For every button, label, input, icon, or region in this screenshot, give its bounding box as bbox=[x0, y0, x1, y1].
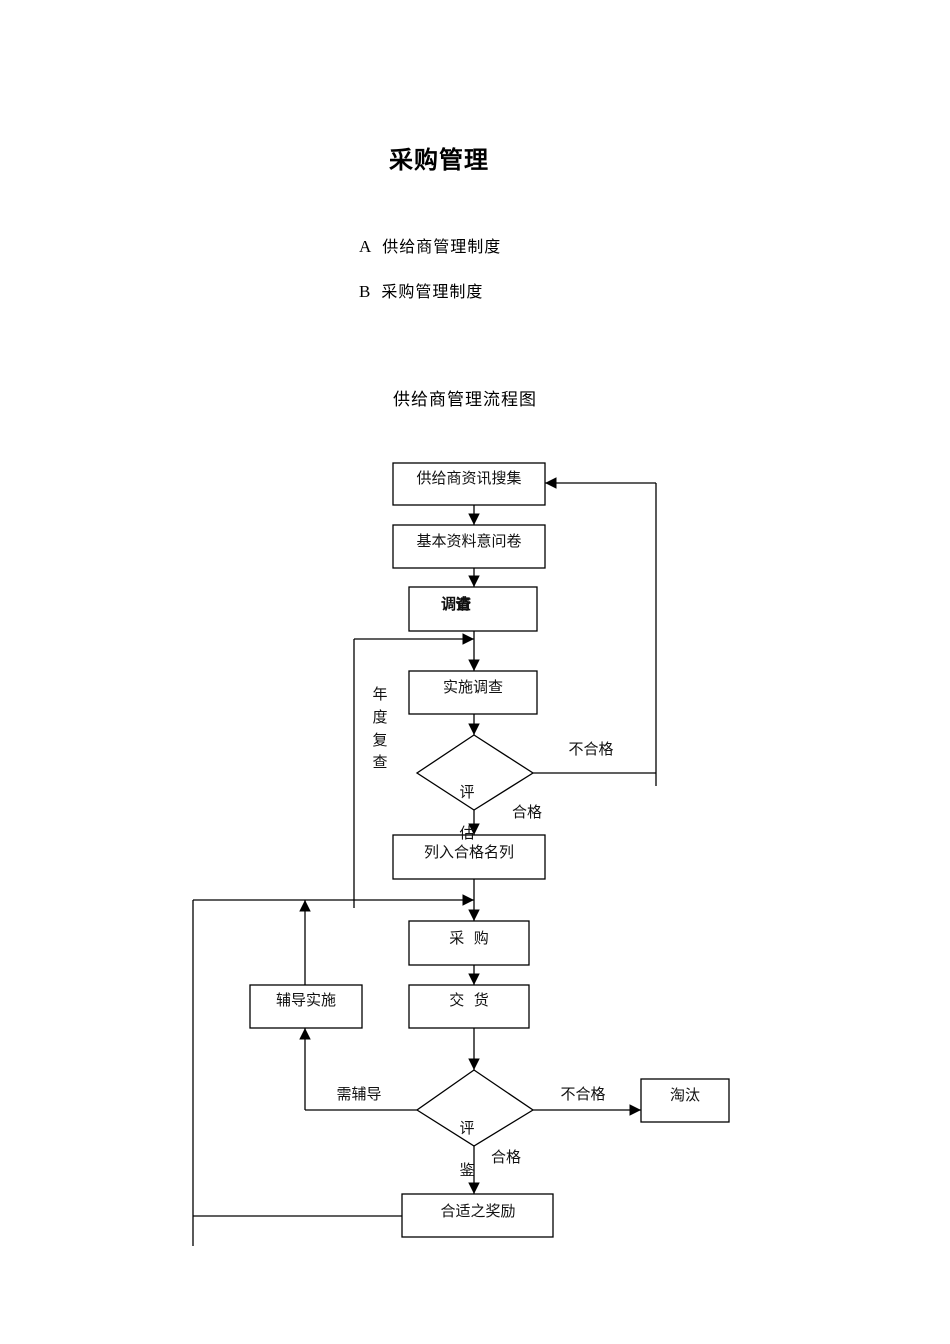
node-survey-request-label: 调查 bbox=[441, 595, 472, 613]
node-qualified-list-label: 列入合格名列 bbox=[424, 843, 514, 861]
annual-review-label-3: 复 bbox=[372, 731, 387, 749]
node-evaluate-2-top: 评 bbox=[459, 1119, 474, 1137]
node-questionnaire bbox=[392, 524, 546, 569]
node-eliminate bbox=[640, 1078, 730, 1123]
flowchart-title: 供给商管理流程图 bbox=[393, 390, 537, 410]
node-qualified-list bbox=[392, 834, 546, 880]
page-title: 采购管理 bbox=[389, 145, 489, 174]
toc-item-label: A bbox=[359, 237, 373, 256]
node-evaluate-2-bottom: 鉴 bbox=[459, 1161, 474, 1179]
pass-1-label: 合格 bbox=[512, 803, 542, 821]
node-delivery bbox=[408, 984, 530, 1029]
toc-item-label: B bbox=[359, 282, 372, 301]
toc-item-b: B 采购管理制度 bbox=[359, 278, 483, 302]
node-evaluate-1-top: 评 bbox=[459, 783, 474, 801]
node-evaluate-1-bottom: 估 bbox=[459, 824, 474, 842]
node-eliminate-label: 淘汰 bbox=[670, 1086, 700, 1104]
node-purchase-label: 采 购 bbox=[449, 929, 489, 947]
annual-review-label-4: 查 bbox=[372, 753, 387, 771]
node-evaluate-2 bbox=[415, 1069, 535, 1147]
node-evaluate-1 bbox=[415, 734, 535, 811]
annual-review-label-2: 度 bbox=[372, 708, 387, 726]
toc-item-text: 采购管理制度 bbox=[381, 282, 484, 301]
node-delivery-label: 交 货 bbox=[449, 991, 489, 1009]
node-conduct-survey bbox=[408, 670, 538, 715]
pass-2-label: 合格 bbox=[491, 1148, 521, 1166]
node-purchase bbox=[408, 920, 530, 966]
node-reward-label: 合适之奖励 bbox=[440, 1202, 515, 1220]
toc-item-text: 供给商管理制度 bbox=[382, 237, 502, 256]
node-conduct-survey-label: 实施调查 bbox=[443, 678, 503, 696]
node-collect-label: 供给商资讯搜集 bbox=[416, 469, 521, 487]
node-survey-request bbox=[408, 586, 538, 632]
fail-1-label: 不合格 bbox=[568, 740, 613, 758]
toc-item-a: A 供给商管理制度 bbox=[359, 233, 501, 257]
fail-2-label: 不合格 bbox=[560, 1085, 605, 1103]
node-questionnaire-label: 基本资料意问卷 bbox=[416, 532, 521, 550]
need-coaching-label: 需辅导 bbox=[336, 1085, 381, 1103]
node-coaching-label: 辅导实施 bbox=[276, 991, 336, 1009]
node-survey-request-overlay: 请 bbox=[455, 595, 470, 613]
annual-review-label-1: 年 bbox=[372, 685, 387, 703]
